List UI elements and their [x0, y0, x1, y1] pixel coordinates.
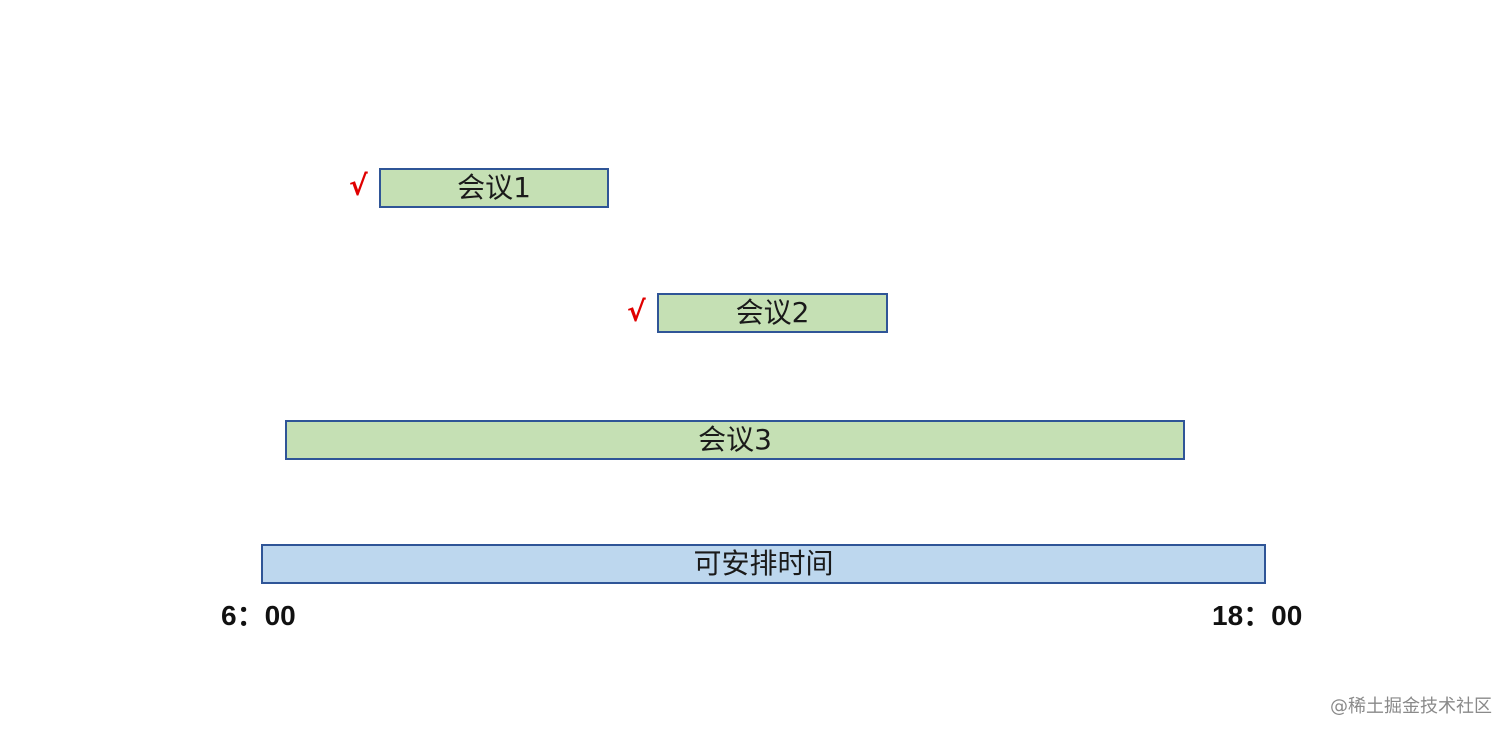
meeting-label-2: 会议2	[735, 296, 810, 329]
meeting-bar-2: 会议2	[657, 293, 888, 333]
available-time-bar: 可安排时间	[261, 544, 1266, 584]
meeting-bar-3: 会议3	[285, 420, 1185, 460]
meeting-label-1: 会议1	[457, 171, 531, 204]
time-label-start: 6：00	[221, 600, 296, 631]
checkmark-icon: √	[627, 295, 646, 328]
meeting-label-3: 会议3	[698, 423, 772, 456]
meeting-bar-1: 会议1	[379, 168, 609, 208]
available-time-label: 可安排时间	[693, 547, 834, 580]
time-label-end: 18：00	[1212, 600, 1303, 631]
watermark: @稀土掘金技术社区	[1330, 696, 1492, 717]
checkmark-icon: √	[349, 169, 368, 202]
